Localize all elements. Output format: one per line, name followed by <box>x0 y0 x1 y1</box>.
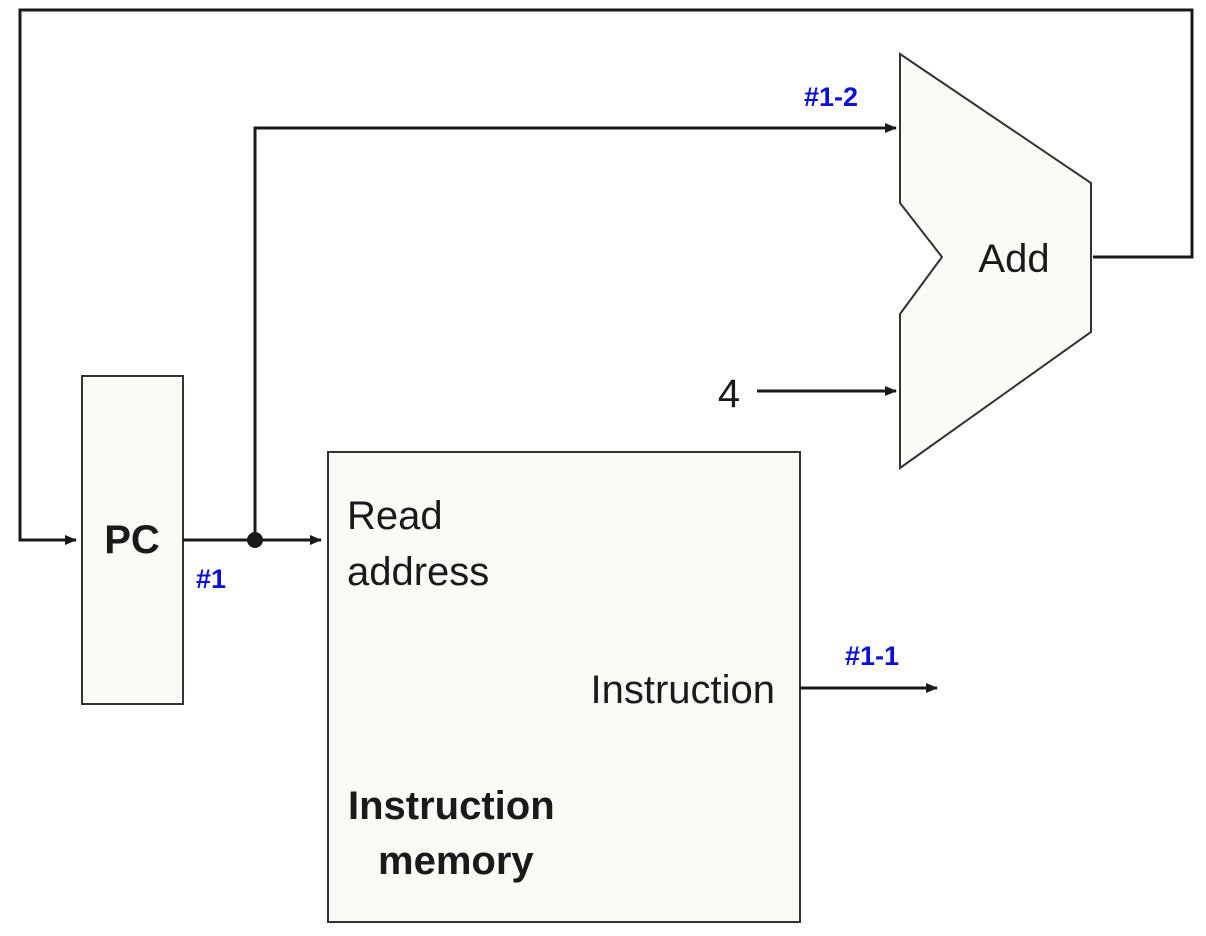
read-address-label-line2: address <box>347 550 489 594</box>
instruction-memory-title-line2: memory <box>378 839 534 883</box>
instruction-output-label: Instruction <box>590 668 775 712</box>
pc-label: PC <box>104 518 160 562</box>
pc-register <box>81 375 184 705</box>
adder-block <box>899 52 1092 470</box>
annotation-pc-output: #1 <box>196 564 226 594</box>
read-address-label-line1: Read <box>347 494 443 538</box>
annotation-instruction-output: #1-1 <box>845 641 899 671</box>
annotation-adder-input: #1-2 <box>804 82 858 112</box>
pc-to-adder-wire <box>253 123 897 540</box>
feedback-wire <box>18 8 1194 545</box>
instruction-memory-title-line1: Instruction <box>348 784 555 828</box>
adder-label: Add <box>978 237 1049 281</box>
constant-four-label: 4 <box>718 372 740 416</box>
